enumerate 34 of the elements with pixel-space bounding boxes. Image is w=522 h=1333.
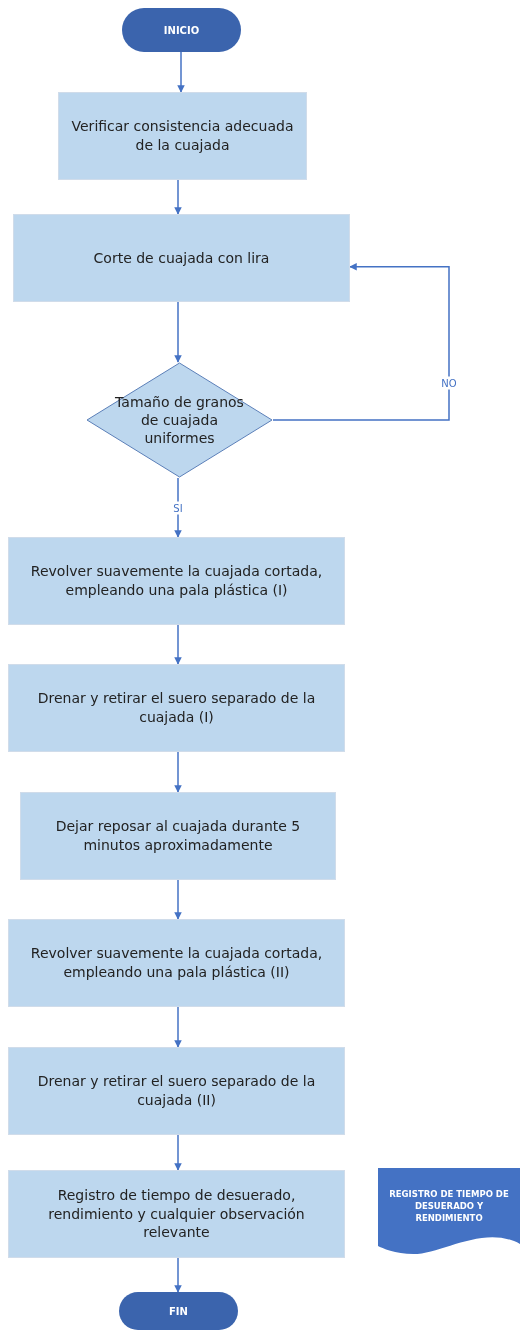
- terminal-label: FIN: [169, 1305, 188, 1317]
- document-label: REGISTRO DE TIEMPO DE DESUERADO Y RENDIMIENTO: [388, 1187, 510, 1225]
- edge-label: SI: [172, 501, 184, 514]
- arrow: [177, 51, 185, 93]
- process-label: Corte de cuajada con lira: [93, 248, 270, 268]
- process-box: [8, 1170, 345, 1258]
- process-box: [8, 1047, 345, 1135]
- process-box: [20, 792, 336, 880]
- process-label: Verificar consistencia adecuada de la cuajada: [70, 117, 295, 155]
- terminal-pill: [119, 1292, 238, 1330]
- process-box: [8, 919, 345, 1007]
- arrow: [174, 1257, 182, 1293]
- arrow: [174, 624, 182, 665]
- terminal-label: INICIO: [163, 24, 200, 36]
- process-box: [8, 537, 345, 625]
- process-label: Registro de tiempo de desuerado, rendimiento y cualquier observación relevante: [47, 1185, 306, 1243]
- process-label: Revolver suavemente la cuajada cortada, empleando una pala plástica (I): [29, 562, 324, 600]
- process-label: Drenar y retirar el suero separado de la cuajada (I): [36, 689, 317, 727]
- terminal-pill: [122, 8, 241, 52]
- process-label: Dejar reposar al cuajada durante 5 minutos aproximadamente: [54, 817, 302, 855]
- process-box: [8, 664, 345, 752]
- process-label: Drenar y retirar el suero separado de la cuajada (II): [36, 1072, 317, 1110]
- process-box: [58, 92, 307, 180]
- arrow: [174, 751, 182, 793]
- arrow: [174, 179, 182, 215]
- decision-label: Tamaño de granos de cuajada uniformes: [114, 392, 245, 448]
- arrow: [272, 263, 450, 421]
- process-box: [13, 214, 350, 302]
- process-label: Revolver suavemente la cuajada cortada, empleando una pala plástica (II): [29, 944, 324, 982]
- arrow: [174, 1006, 182, 1048]
- edge-label: NO: [440, 376, 458, 390]
- arrow: [174, 879, 182, 920]
- arrow: [174, 301, 182, 363]
- arrow: [174, 1134, 182, 1171]
